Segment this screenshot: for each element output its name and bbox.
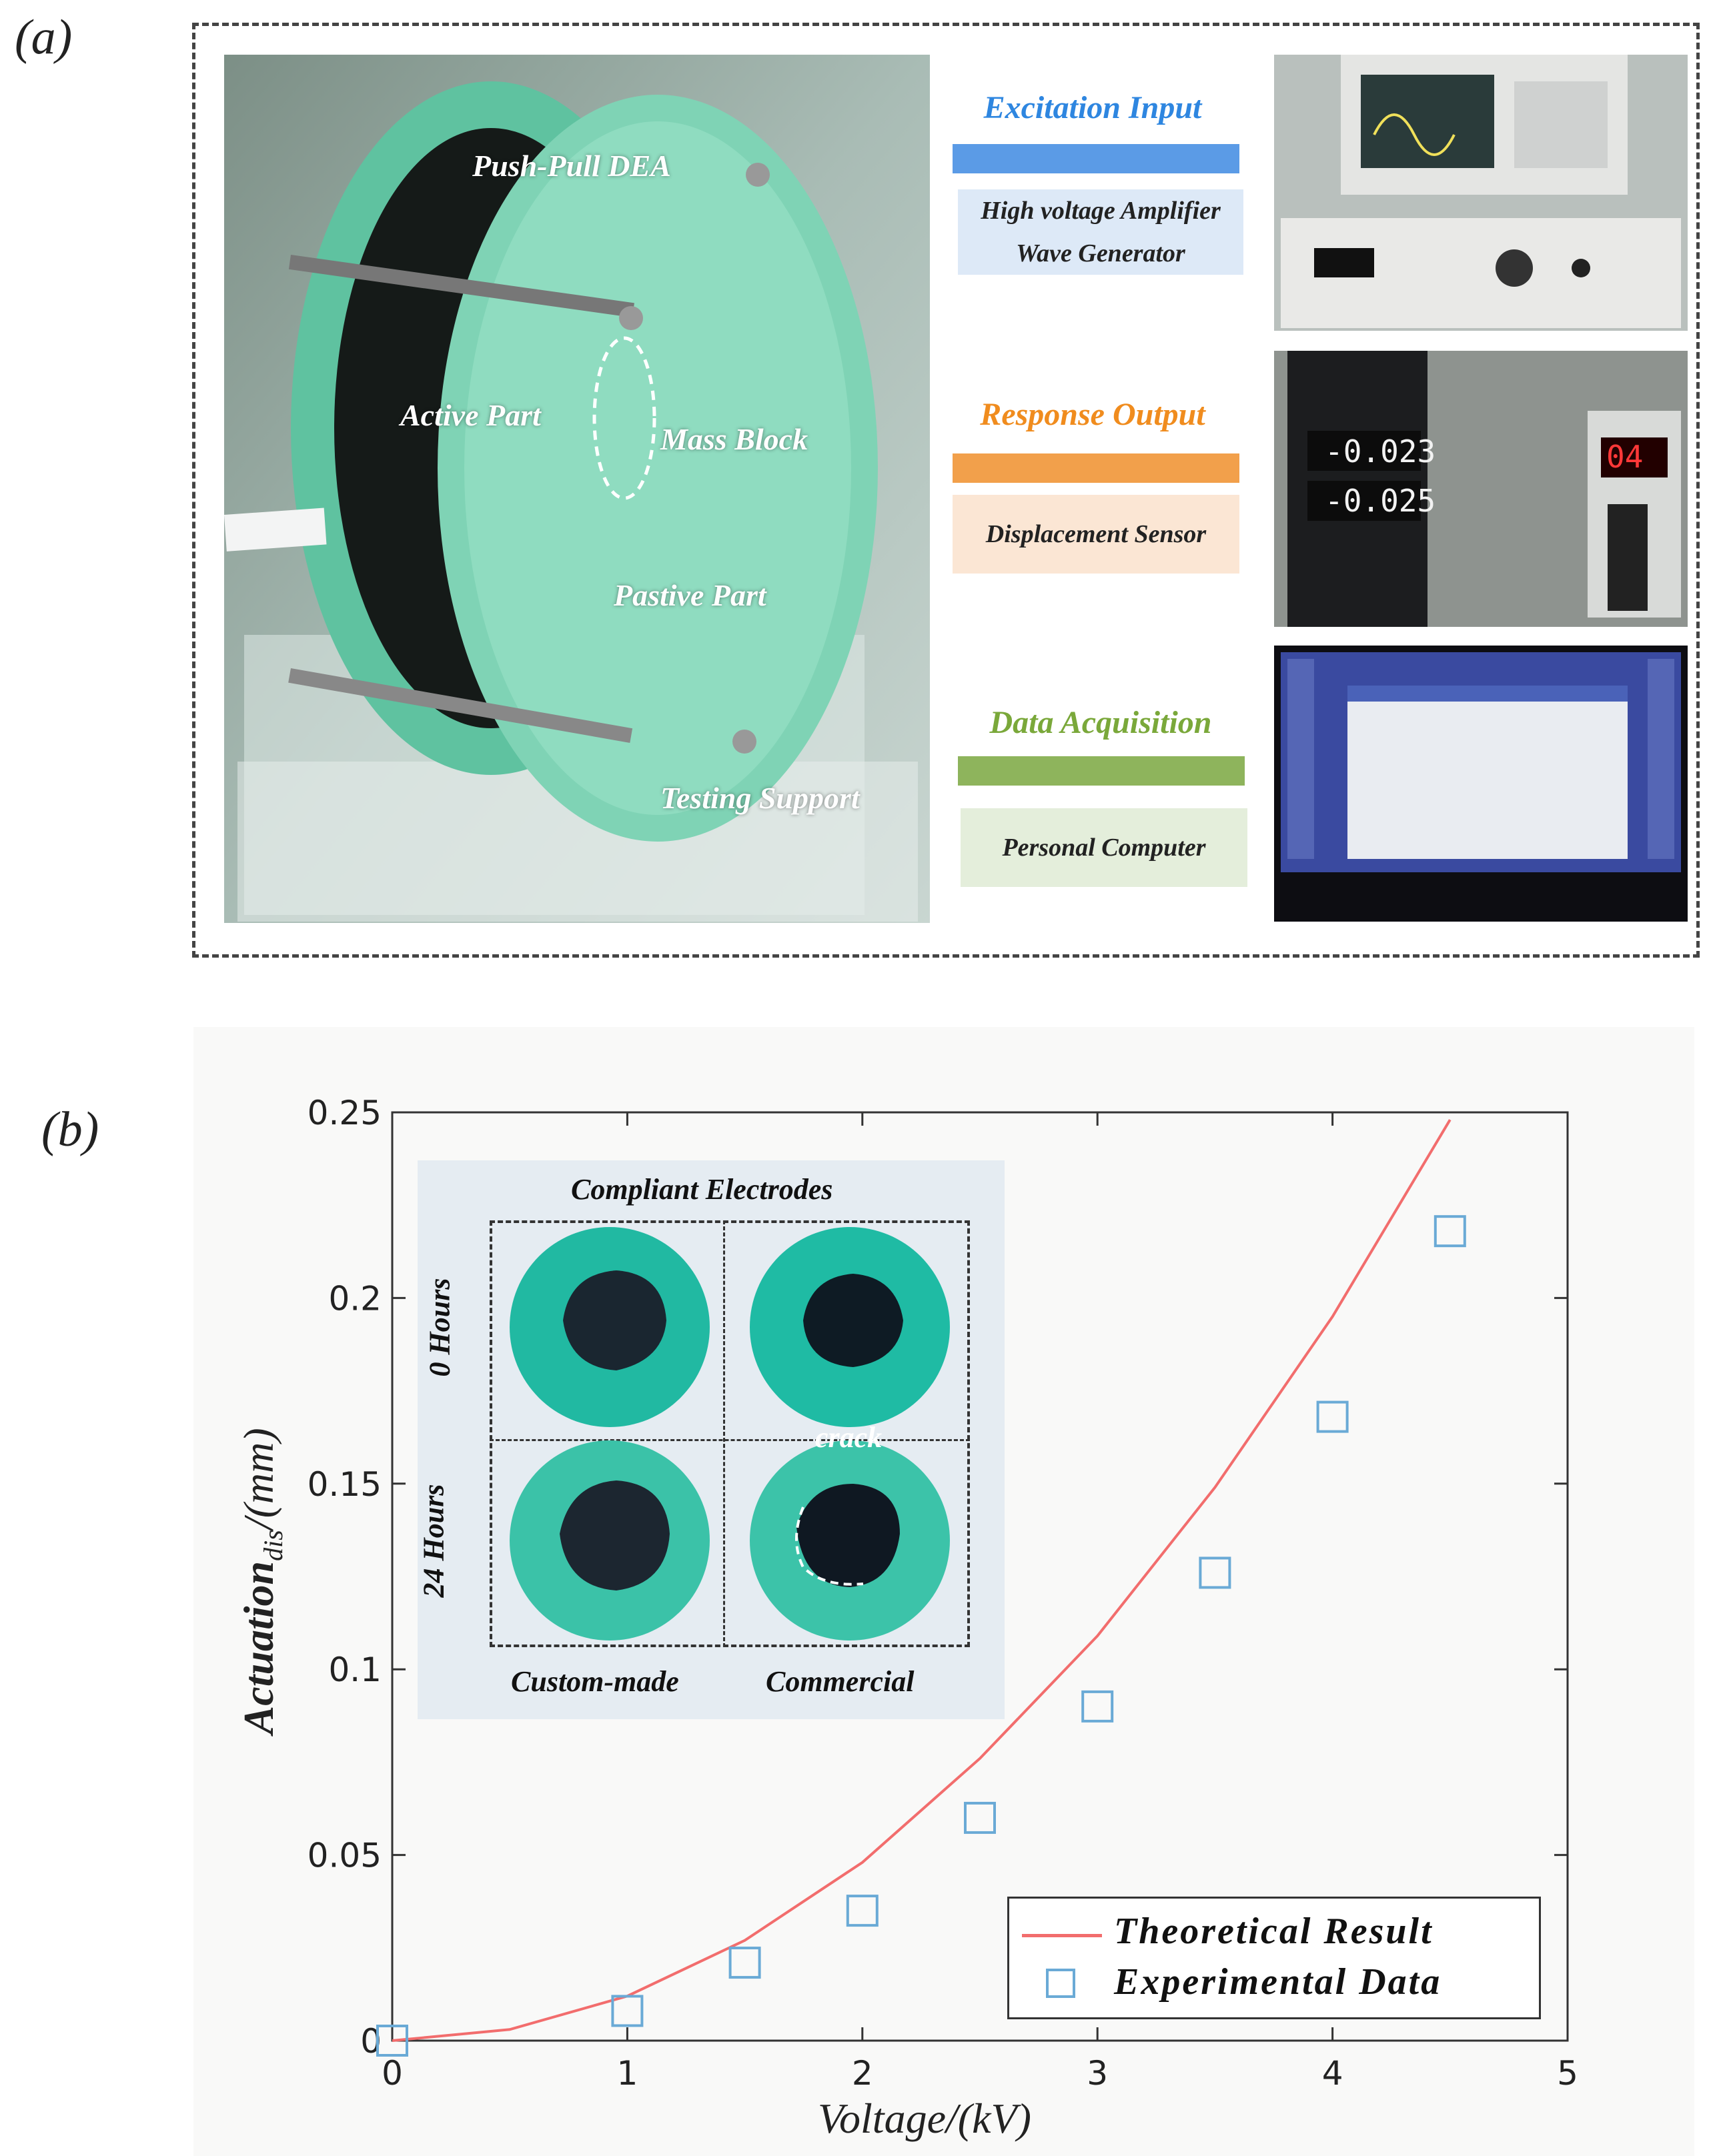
caption-mass-block: Mass Block	[660, 422, 808, 456]
sensor-reading-1: -0.023	[1325, 433, 1436, 469]
inset-title: Compliant Electrodes	[571, 1173, 833, 1206]
experimental-point	[728, 1947, 761, 1979]
caption-push-pull: Push-Pull DEA	[472, 149, 671, 183]
inset-row-label-0h: 0 Hours	[423, 1278, 456, 1377]
panel-a-frame	[192, 23, 1700, 958]
flow-bar-excitation	[953, 144, 1239, 173]
dea-photo-graphic	[224, 55, 930, 923]
x-tick-label: 1	[616, 2054, 638, 2093]
chart-series	[376, 1119, 1466, 2057]
inset-col-label-commercial: Commercial	[766, 1665, 915, 1698]
inset-grid-vdivider	[723, 1220, 725, 1647]
experimental-point	[1316, 1400, 1349, 1433]
x-tick-label: 0	[382, 2054, 403, 2093]
flow-box-acquisition-line-1: Personal Computer	[1002, 834, 1206, 862]
experimental-point	[846, 1895, 879, 1927]
experimental-point	[964, 1801, 996, 1834]
flow-box-excitation-line-1: High voltage Amplifier	[981, 197, 1221, 225]
inset-col-label-custom: Custom-made	[511, 1665, 679, 1698]
legend-box	[1007, 1897, 1541, 2019]
flow-box-excitation: High voltage Amplifier Wave Generator	[958, 189, 1243, 275]
experimental-point	[1081, 1690, 1114, 1723]
caption-active-part: Active Part	[400, 398, 541, 432]
x-tick-label: 4	[1322, 2054, 1343, 2093]
amplifier-photo	[1274, 55, 1688, 331]
legend-experimental: Experimental Data	[1114, 1961, 1442, 2003]
sensor-photo	[1274, 351, 1688, 627]
y-tick-label: 0.05	[308, 1837, 382, 1875]
x-tick-label: 2	[852, 2054, 873, 2093]
flow-box-excitation-line-2: Wave Generator	[1016, 239, 1185, 267]
flow-title-acquisition: Data Acquisition	[989, 705, 1212, 740]
y-axis-label-unit: /(mm)	[235, 1428, 283, 1530]
y-axis-label-main: Actuation	[235, 1560, 283, 1735]
experimental-point	[1199, 1556, 1231, 1589]
flow-bar-response	[953, 453, 1239, 483]
y-tick-label: 0.1	[328, 1651, 382, 1689]
computer-photo	[1274, 646, 1688, 922]
inset-crack-annotation: crack	[815, 1421, 883, 1454]
flow-title-excitation: Excitation Input	[983, 90, 1202, 125]
flow-box-acquisition: Personal Computer	[961, 808, 1247, 887]
psu-reading: 04	[1606, 439, 1644, 475]
inset-grid-hdivider	[490, 1439, 970, 1441]
inset-grid	[490, 1220, 970, 1647]
legend-theoretical: Theoretical Result	[1114, 1911, 1434, 1952]
experimental-point	[1434, 1215, 1466, 1248]
flow-title-response: Response Output	[980, 397, 1205, 432]
y-tick-label: 0.2	[328, 1279, 382, 1318]
dea-photo	[224, 55, 930, 923]
inset-row-label-24h: 24 Hours	[417, 1484, 450, 1598]
flow-bar-acquisition	[958, 756, 1245, 786]
x-tick-label: 3	[1087, 2054, 1108, 2093]
panel-a-label: (a)	[15, 10, 73, 65]
experimental-point	[376, 2025, 408, 2057]
x-tick-label: 5	[1557, 2054, 1578, 2093]
y-axis-label: Actuationdis/(mm)	[234, 1281, 289, 1881]
caption-passive-part: Pastive Part	[614, 578, 766, 612]
flow-box-response-line-1: Displacement Sensor	[985, 520, 1207, 548]
caption-testing-support: Testing Support	[660, 781, 860, 815]
y-tick-label: 0.25	[308, 1094, 382, 1132]
electrode-photos	[510, 1227, 950, 1641]
panel-b-label: (b)	[41, 1102, 99, 1157]
y-tick-label: 0.15	[308, 1465, 382, 1504]
theoretical-line	[392, 1119, 1452, 2042]
plot-frame	[391, 1111, 1569, 2042]
experimental-point	[611, 1995, 644, 2027]
legend-line-swatch	[1022, 1934, 1102, 1937]
sensor-reading-2: -0.025	[1325, 483, 1436, 519]
amplifier-graphic	[1274, 55, 1688, 331]
chart-ticks	[391, 1111, 1569, 2042]
x-axis-label: Voltage/(kV)	[818, 2095, 1031, 2142]
legend-square-swatch	[1046, 1969, 1075, 1998]
sensor-graphic	[1274, 351, 1688, 627]
flow-box-response: Displacement Sensor	[953, 495, 1239, 574]
chart-axes	[391, 1111, 1569, 2042]
y-axis-label-sub: dis	[257, 1530, 288, 1561]
computer-graphic	[1274, 646, 1688, 922]
